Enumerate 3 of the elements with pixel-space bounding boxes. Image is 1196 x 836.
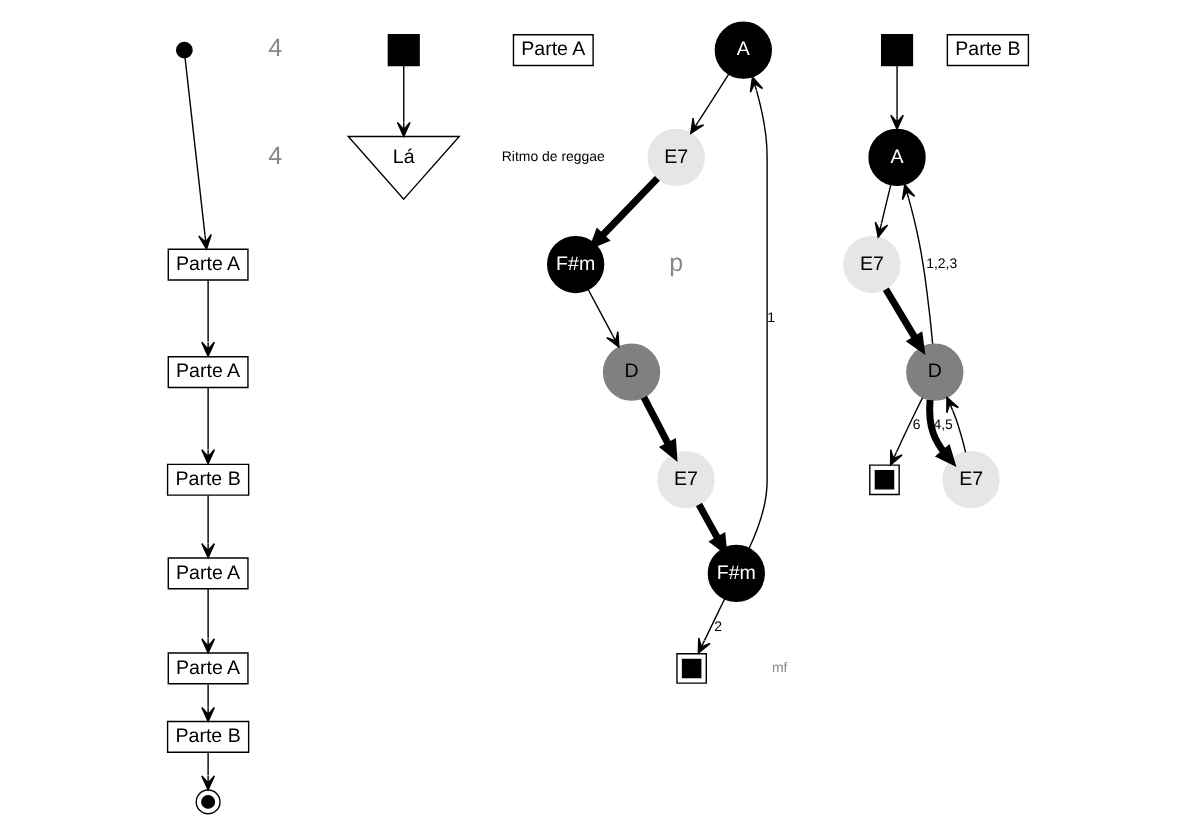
label: 4 — [268, 34, 283, 63]
label: p — [669, 248, 684, 277]
label: 4 — [268, 141, 283, 170]
